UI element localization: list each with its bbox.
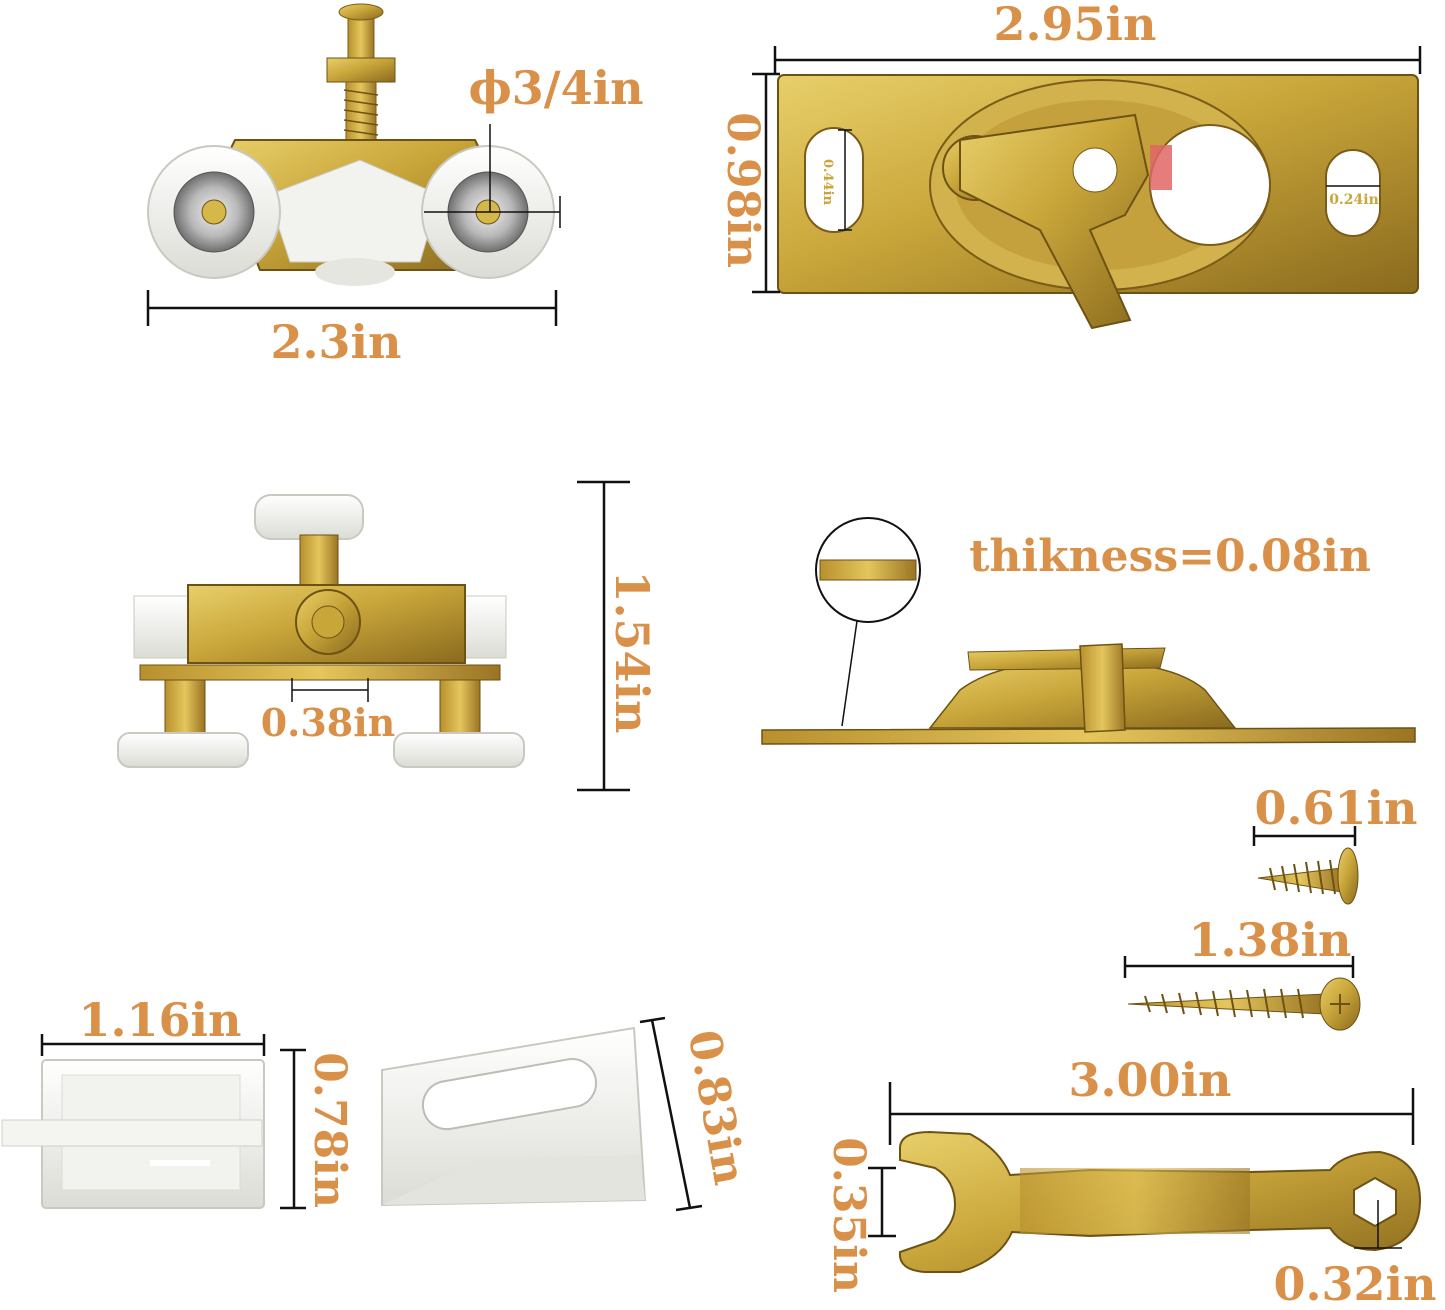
bracket-plate [777,74,1419,330]
wheel-diameter-label: ϕ3/4in [468,61,643,115]
wrench-open-label: 0.35in [823,1137,874,1293]
pivot-gap-dimension [291,678,369,702]
wedge-guide [381,1026,647,1207]
guide-height-label: 0.78in [304,1052,355,1208]
wrench-hex-dimension [1354,1200,1402,1249]
roller-assembly [147,3,555,286]
wrench-length-dimension [888,1082,1415,1145]
wheel-diameter-dimension [424,124,561,228]
wedge-height-label: 0.83in [678,1026,755,1188]
roller-width-dimension [146,290,558,326]
wedge-height-dimension [639,1016,703,1212]
floor-guide [1,1059,265,1209]
slot-height-dimension [838,129,852,231]
long-screw-dimension [1123,956,1355,978]
wrench [898,1130,1422,1273]
plate-width-label: 0.98in [717,112,768,268]
guide-height-dimension [280,1048,306,1210]
pivot-roller [117,494,525,768]
slot-height-label: 0.44in [820,159,835,206]
pivot-gap-label: 0.38in [261,700,396,745]
plate-side-view [761,517,1416,745]
plate-length-label: 2.95in [994,0,1157,51]
long-screw-label: 1.38in [1189,913,1352,967]
wrench-open-dimension [868,1166,896,1238]
wrench-length-label: 3.00in [1069,1053,1232,1107]
wrench-hex-label: 0.32in [1274,1257,1437,1310]
plate-width-dimension [752,72,780,294]
short-screw-label: 0.61in [1255,781,1418,835]
thickness-label: thikness=0.08in [969,531,1371,582]
short-screw [1257,847,1359,905]
short-screw-dimension [1252,826,1357,846]
guide-width-dimension [40,1034,266,1056]
long-screw [1127,977,1361,1031]
slot-width-label: 0.24in [1329,192,1379,208]
pivot-height-dimension [577,480,630,792]
roller-width-label: 2.3in [271,315,402,369]
plate-length-dimension [773,46,1422,74]
pivot-height-label: 1.54in [605,571,659,734]
guide-width-label: 1.16in [79,993,242,1047]
